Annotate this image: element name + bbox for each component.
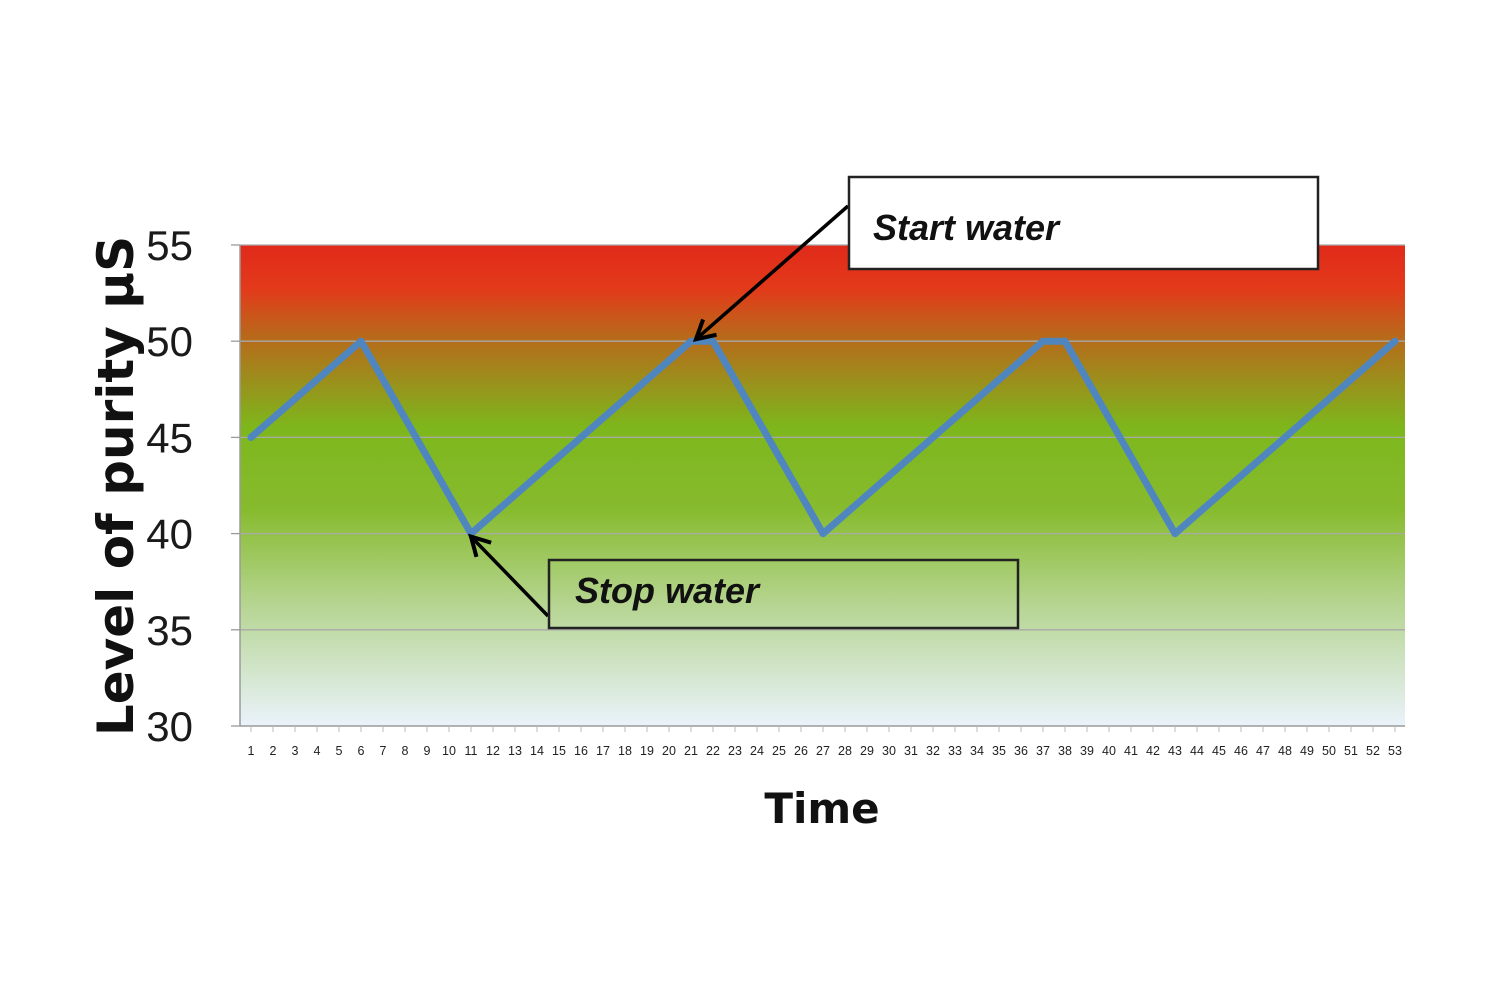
x-tick-label: 46: [1234, 744, 1248, 758]
x-tick-label: 34: [970, 744, 984, 758]
x-tick-label: 22: [706, 744, 720, 758]
annotation-box: [847, 175, 1320, 271]
x-tick-label: 24: [750, 744, 764, 758]
series-line: [247, 337, 1399, 538]
annotation-box: [547, 558, 1020, 630]
data-point: [1039, 337, 1047, 345]
x-tick-label: 38: [1058, 744, 1072, 758]
x-tick-label: 8: [402, 744, 409, 758]
x-tick-label: 31: [904, 744, 918, 758]
x-tick-label: 23: [728, 744, 742, 758]
x-tick-label: 7: [380, 744, 387, 758]
x-tick-label: 11: [465, 744, 478, 758]
x-tick-label: 6: [358, 744, 365, 758]
x-tick-label: 1: [248, 744, 255, 758]
x-tick-label: 44: [1190, 744, 1204, 758]
data-point: [687, 337, 695, 345]
x-tick-label: 20: [662, 744, 676, 758]
x-tick-label: 33: [948, 744, 962, 758]
y-tick-labels: 30 35 40 45 50 55: [146, 222, 193, 750]
x-tick-label: 17: [596, 744, 610, 758]
x-tick-label: 12: [486, 744, 500, 758]
y-tick-label: 45: [146, 414, 193, 461]
x-tick-label: 25: [772, 744, 786, 758]
data-point: [1061, 337, 1069, 345]
annotation-arrow: [696, 204, 850, 339]
annotation-arrow: [471, 537, 550, 618]
x-tick-label: 29: [860, 744, 874, 758]
x-tick-label: 28: [838, 744, 852, 758]
y-axis-label: Level of purity µS: [87, 236, 145, 736]
x-tick-label: 15: [552, 744, 566, 758]
x-tick-label: 5: [336, 744, 343, 758]
x-tick-label: 9: [424, 744, 431, 758]
x-tick-label: 26: [794, 744, 808, 758]
x-tick-label: 30: [882, 744, 896, 758]
x-tick-label: 43: [1168, 744, 1182, 758]
x-tick-label: 18: [618, 744, 632, 758]
x-tick-label: 47: [1256, 744, 1270, 758]
data-point: [357, 337, 365, 345]
x-tick-label: 36: [1014, 744, 1028, 758]
x-tick-label: 3: [292, 744, 299, 758]
x-tick-label: 50: [1322, 744, 1336, 758]
y-tick-label: 55: [146, 222, 193, 269]
annotation-label: Stop water: [575, 570, 761, 611]
y-tick-label: 40: [146, 511, 193, 558]
x-tick-label: 51: [1344, 744, 1358, 758]
x-tick-label: 21: [684, 744, 698, 758]
x-tick-label: 35: [992, 744, 1006, 758]
data-point: [1391, 337, 1399, 345]
data-point: [1171, 530, 1179, 538]
axes: [239, 245, 1405, 732]
x-axis-label: Time: [764, 784, 879, 833]
plot-background: [240, 245, 1405, 726]
data-point: [467, 530, 475, 538]
data-point: [709, 337, 717, 345]
x-tick-label: 2: [270, 744, 277, 758]
x-tick-label: 41: [1124, 744, 1138, 758]
x-tick-label: 13: [508, 744, 522, 758]
x-tick-label: 52: [1366, 744, 1380, 758]
data-point: [247, 433, 255, 441]
x-tick-label: 32: [926, 744, 940, 758]
x-tick-label: 27: [816, 744, 830, 758]
data-point: [819, 530, 827, 538]
x-tick-label: 42: [1146, 744, 1160, 758]
x-tick-label: 14: [530, 744, 544, 758]
y-tick-label: 30: [146, 703, 193, 750]
x-tick-label: 19: [640, 744, 654, 758]
x-tick-label: 39: [1080, 744, 1094, 758]
x-tick-label: 16: [574, 744, 588, 758]
x-tick-label: 37: [1036, 744, 1050, 758]
x-tick-label: 4: [314, 744, 321, 758]
y-tick-label: 50: [146, 318, 193, 365]
annotation-label: Start water: [873, 207, 1061, 248]
x-tick-label: 48: [1278, 744, 1292, 758]
y-tick-label: 35: [146, 607, 193, 654]
x-tick-label: 53: [1388, 744, 1402, 758]
x-tick-label: 49: [1300, 744, 1314, 758]
x-tick-label: 10: [442, 744, 456, 758]
x-tick-label: 45: [1212, 744, 1226, 758]
x-tick-label: 40: [1102, 744, 1116, 758]
